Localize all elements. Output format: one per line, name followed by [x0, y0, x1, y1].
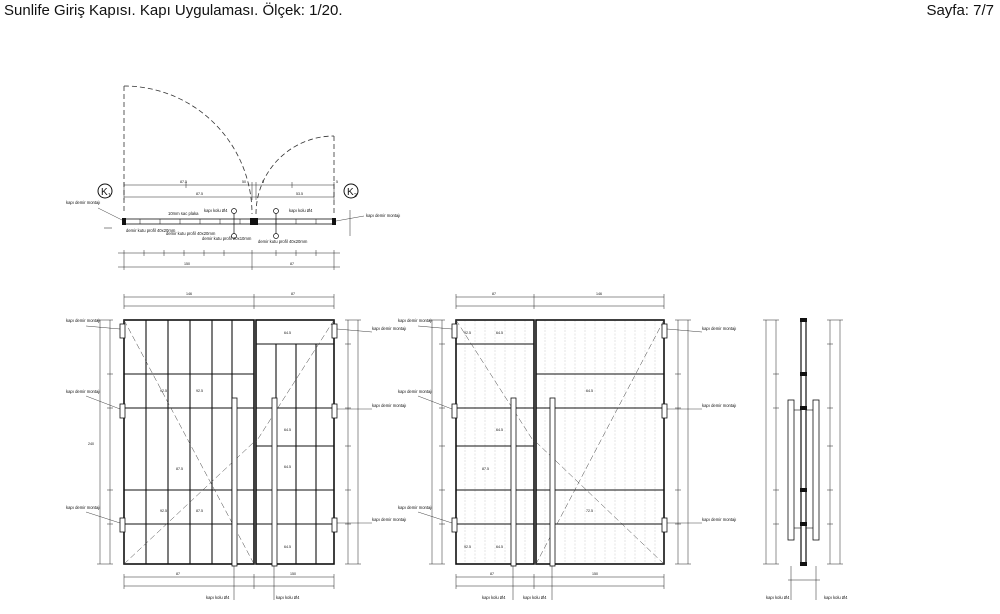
front-inner-dim-5: 64.5: [284, 428, 291, 432]
plan-dim-5: 53.5: [296, 192, 303, 196]
front-right-label-2: kapı demir montajı: [372, 403, 406, 408]
back-right-label-3: kapı demir montajı: [702, 517, 736, 522]
marker-k2-letter: K: [347, 187, 354, 198]
back-handle-label-1: kapı kolu Ø4: [482, 595, 506, 600]
front-top-dim-1: 146: [186, 292, 192, 296]
back-right-label-1: kapı demir montajı: [702, 326, 736, 331]
front-leaf-right: [255, 319, 335, 565]
section-view: kapı kolu Ø4 kapı kolu Ø4: [763, 318, 848, 600]
front-inner-dim-3: 92.5: [196, 389, 203, 393]
plan-leaf-right: [255, 218, 335, 225]
swing-arc-right: [255, 135, 335, 215]
front-inner-dim-9: 64.5: [284, 545, 291, 549]
back-left-label-3: kapı demir montajı: [398, 505, 432, 510]
front-left-label-2: kapı demir montajı: [66, 389, 100, 394]
plan-dim-3: 87.5: [196, 192, 203, 196]
back-handle-label-2: kapı kolu Ø4: [523, 595, 547, 600]
front-inner-dim-8: 87.5: [196, 509, 203, 513]
back-elevation: 87 146 92.5 64.5 64.5 87.5 92.5 64.5 64: [398, 292, 736, 600]
plan-bottom-dim-1: 150: [184, 262, 190, 266]
plan-label-profile-4: demir kutu profil 40x20mm: [258, 239, 308, 244]
plan-label-plate: 10mm sac plaka: [168, 211, 199, 216]
plan-leaf-left: [123, 218, 253, 225]
front-inner-dim-1: 92.5: [160, 389, 167, 393]
front-inner-dim-7: 64.5: [284, 465, 291, 469]
plan-label-profile-1: demir kutu profil 40x20mm: [126, 228, 176, 233]
back-bottom-dim-1: 150: [592, 572, 598, 576]
plan-bottom-dim-2: 87: [290, 262, 294, 266]
marker-k1-letter: K: [101, 187, 108, 198]
front-handle-label-2: kapı kolu Ø4: [276, 595, 300, 600]
front-left-label-1: kapı demir montajı: [66, 318, 100, 323]
section-handle-left: [787, 399, 795, 541]
section-handle-label-2: kapı kolu Ø4: [824, 595, 848, 600]
section-handle-label-1: kapı kolu Ø4: [766, 595, 790, 600]
back-right-label-2: kapı demir montajı: [702, 403, 736, 408]
front-top-dim-2: 87: [291, 292, 295, 296]
back-inner-dim-6: 64.5: [496, 545, 503, 549]
plan-label-handle-2: kapı kolu Ø4: [289, 208, 313, 213]
front-handle-right: [271, 397, 278, 567]
back-top-dim-2: 146: [596, 292, 602, 296]
front-bottom-dim-2: 150: [290, 572, 296, 576]
marker-k2-sub: 2: [354, 193, 357, 199]
back-top-dim-1: 87: [492, 292, 496, 296]
back-inner-dim-7: 64.5: [586, 389, 593, 393]
front-height-dim: 240: [88, 442, 94, 446]
section-handle-right: [812, 399, 820, 541]
front-bottom-dim-1: 87: [176, 572, 180, 576]
drawing-title: Sunlife Giriş Kapısı. Kapı Uygulaması. Ö…: [4, 2, 343, 19]
back-left-label-1: kapı demir montajı: [398, 318, 432, 323]
front-inner-dim-4: 87.5: [176, 467, 183, 471]
back-inner-dim-1: 92.5: [464, 331, 471, 335]
back-left-label-2: kapı demir montajı: [398, 389, 432, 394]
front-inner-dim-2: 64.5: [284, 331, 291, 335]
swing-arc-left: [123, 85, 253, 215]
plan-dim-1: 87.5: [180, 180, 187, 184]
plan-label-profile-3: demir kutu profil 20x10mm: [202, 236, 252, 241]
plan-label-profile-2: demir kutu profil 40x20mm: [166, 231, 216, 236]
plan-dim-2: 50: [242, 180, 246, 184]
front-inner-dim-6: 92.5: [160, 509, 167, 513]
back-inner-dim-2: 64.5: [496, 331, 503, 335]
back-bottom-dim-2: 87: [490, 572, 494, 576]
section-marker-k2: K 2: [343, 183, 359, 199]
plan-dim-6: 5: [336, 180, 338, 184]
back-inner-dim-3: 64.5: [496, 428, 503, 432]
back-inner-dim-5: 92.5: [464, 545, 471, 549]
plan-label-left-mount: kapı demir montajı: [66, 200, 100, 205]
section-leaf: [800, 319, 807, 565]
back-leaf-left: [455, 319, 535, 565]
front-right-label-1: kapı demir montajı: [372, 326, 406, 331]
back-handle-left: [510, 397, 517, 567]
plan-label-right-mount: kapı demir montajı: [366, 213, 400, 218]
back-inner-dim-8: 72.5: [586, 509, 593, 513]
back-inner-dim-4: 87.5: [482, 467, 489, 471]
section-marker-k1: K 1: [97, 183, 113, 199]
page-number: Sayfa: 7/7: [926, 2, 994, 19]
front-left-label-3: kapı demir montajı: [66, 505, 100, 510]
back-handle-right: [549, 397, 556, 567]
plan-view: K 1 K 2 87.5 50 87.5 5 53.5 5: [66, 85, 400, 270]
front-elevation: 146 87 92.5 64.5: [66, 292, 406, 600]
plan-dim-4: 5: [262, 180, 264, 184]
front-handle-left: [231, 397, 238, 567]
plan-label-handle-1: kapı kolu Ø4: [204, 208, 228, 213]
marker-k1-sub: 1: [108, 193, 111, 199]
front-handle-label-1: kapı kolu Ø4: [206, 595, 230, 600]
front-right-label-3: kapı demir montajı: [372, 517, 406, 522]
